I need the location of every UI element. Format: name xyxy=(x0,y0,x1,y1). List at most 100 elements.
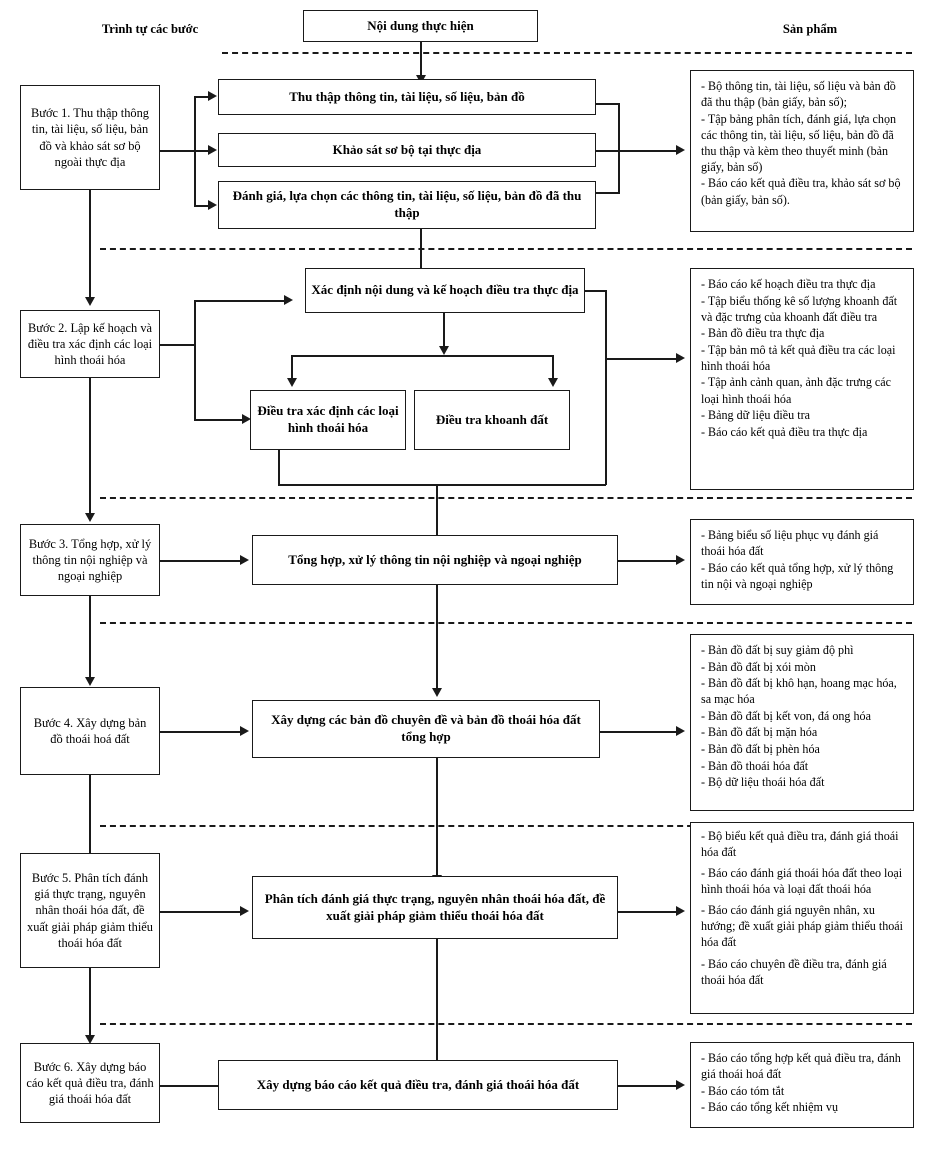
product-item: - Tập biểu thống kê số lượng khoanh đất … xyxy=(701,293,898,324)
step-label-step2: Bước 2. Lập kế hoạch và điều tra xác địn… xyxy=(27,320,153,368)
product-item: - Báo cáo đánh giá nguyên nhân, xu hướng… xyxy=(701,903,904,950)
connector-step2-out xyxy=(160,344,196,346)
product-item: - Báo cáo kết quả điều tra thực địa xyxy=(701,424,868,439)
product-item: - Báo cáo kết quả điều tra, khảo sát sơ … xyxy=(701,176,901,207)
product-box-step1: - Bộ thông tin, tài liệu, số liệu và bản… xyxy=(690,70,914,232)
product-box-step6: - Báo cáo tổng hợp kết quả điều tra, đán… xyxy=(690,1042,914,1128)
connector-step1-to-product xyxy=(596,150,681,152)
arrowhead-step5-activity xyxy=(240,906,249,916)
activity-box-step2-1: Xác định nội dung và kế hoạch điều tra t… xyxy=(305,268,585,313)
activity-label-step6-1: Xây dựng báo cáo kết quả điều tra, đánh … xyxy=(256,1076,580,1092)
product-item: - Bản đồ điều tra thực địa xyxy=(701,326,825,341)
connector-step4-to-step5-left xyxy=(89,775,91,863)
connector-step2-to-product xyxy=(605,358,681,360)
separator-3 xyxy=(100,497,912,499)
arrowhead-step5-to-step6-left xyxy=(85,1035,95,1044)
activity-label-step4-1: Xây dựng các bản đồ chuyên đề và bản đồ … xyxy=(271,712,581,744)
activity-box-step2-3: Điều tra khoanh đất xyxy=(414,390,570,450)
activity-box-step1-1: Thu thập thông tin, tài liệu, số liệu, b… xyxy=(218,79,596,115)
product-item: - Báo cáo chuyên đề điều tra, đánh giá t… xyxy=(701,956,887,987)
arrowhead-step3-activity xyxy=(240,555,249,565)
product-item: - Bản đồ đất bị mặn hóa xyxy=(701,725,818,740)
arrowhead-step2-to-step3-left xyxy=(85,513,95,522)
product-box-step2: - Báo cáo kế hoạch điều tra thực địa - T… xyxy=(690,268,914,490)
connector-step1-out xyxy=(160,150,196,152)
connector-header-to-step1 xyxy=(420,42,422,79)
arrowhead-step3-to-step4-center xyxy=(432,688,442,697)
connector-step4-to-activity xyxy=(160,731,245,733)
product-item: - Báo cáo kết quả tổng hợp, xử lý thông … xyxy=(701,560,894,591)
header-right: Sản phẩm xyxy=(720,22,900,37)
product-item: - Bảng dữ liệu điều tra xyxy=(701,408,810,423)
connector-step4-to-product xyxy=(600,731,681,733)
product-item: - Bản đồ đất bị khô hạn, hoang mạc hóa, … xyxy=(701,676,897,707)
connector-step2-to-step3-center xyxy=(436,484,438,540)
connector-step2-merge-trunk xyxy=(605,290,607,485)
connector-step5-to-step6-center xyxy=(436,939,438,1071)
connector-step2-branch-trunk xyxy=(194,300,196,420)
product-item: - Bản đồ đất bị phèn hóa xyxy=(701,741,820,756)
connector-step2-split-bar xyxy=(291,355,553,357)
connector-step3-to-step4-left xyxy=(89,596,91,682)
arrowhead-step2-product xyxy=(676,353,685,363)
activity-label-step2-2: Điều tra xác định các loại hình thoái hó… xyxy=(257,403,399,435)
arrowhead-step2-act2 xyxy=(242,414,251,424)
step-label-step4: Bước 4. Xây dựng bản đồ thoái hoá đất xyxy=(33,715,147,746)
arrowhead-step1-act1 xyxy=(208,91,217,101)
separator-5 xyxy=(100,825,912,827)
activity-box-step3-1: Tổng hợp, xử lý thông tin nội nghiệp và … xyxy=(252,535,618,585)
connector-step2-act1-merge xyxy=(585,290,607,292)
step-box-step5: Bước 5. Phân tích đánh giá thực trạng, n… xyxy=(20,853,160,968)
arrowhead-step2-split xyxy=(439,346,449,355)
separator-6 xyxy=(100,1023,912,1025)
connector-step2-split-left xyxy=(291,355,293,383)
connector-step2-act2-down xyxy=(278,450,280,485)
product-item: - Báo cáo kế hoạch điều tra thực địa xyxy=(701,277,876,291)
product-item: - Báo cáo tổng hợp kết quả điều tra, đán… xyxy=(701,1051,901,1082)
connector-step1-merge-trunk xyxy=(618,103,620,193)
activity-box-step6-1: Xây dựng báo cáo kết quả điều tra, đánh … xyxy=(218,1060,618,1110)
product-item: - Bản đồ đất bị suy giảm độ phì xyxy=(701,643,854,657)
connector-step3-to-step4-center xyxy=(436,585,438,693)
connector-step5-to-activity xyxy=(160,911,245,913)
product-item: - Bảng biểu số liệu phục vụ đánh giá tho… xyxy=(701,528,879,559)
connector-step3-to-product xyxy=(618,560,681,562)
product-item: - Tập bản mô tả kết quả điều tra các loạ… xyxy=(701,342,896,373)
activity-box-step1-3: Đánh giá, lựa chọn các thông tin, tài li… xyxy=(218,181,596,229)
connector-step3-to-activity xyxy=(160,560,245,562)
product-item: - Báo cáo tóm tắt xyxy=(701,1083,785,1098)
activity-box-step2-2: Điều tra xác định các loại hình thoái hó… xyxy=(250,390,406,450)
arrowhead-step1-to-step2-left xyxy=(85,297,95,306)
connector-step1-branch-a xyxy=(194,96,212,98)
product-box-step3: - Bảng biểu số liệu phục vụ đánh giá tho… xyxy=(690,519,914,605)
product-item: - Bộ dữ liệu thoái hóa đất xyxy=(701,775,825,790)
arrowhead-step2-act2-top xyxy=(287,378,297,387)
arrowhead-step3-to-step4-left xyxy=(85,677,95,686)
arrowhead-step2-act1 xyxy=(284,295,293,305)
step-box-step3: Bước 3. Tổng hợp, xử lý thông tin nội ng… xyxy=(20,524,160,596)
separator-2 xyxy=(100,248,912,250)
connector-step1-act3-merge xyxy=(596,192,620,194)
product-item: - Bản đồ đất bị kết von, đá ong hóa xyxy=(701,708,871,723)
connector-step2-act1-down xyxy=(443,313,445,351)
header-left: Trình tự các bước xyxy=(60,22,240,37)
step-label-step5: Bước 5. Phân tích đánh giá thực trạng, n… xyxy=(27,871,153,950)
header-left-label: Trình tự các bước xyxy=(101,22,199,36)
product-item: - Bộ biểu kết quả điều tra, đánh giá tho… xyxy=(701,829,899,860)
arrowhead-step4-activity xyxy=(240,726,249,736)
activity-box-step1-2: Khảo sát sơ bộ tại thực địa xyxy=(218,133,596,167)
step-label-step1: Bước 1. Thu thập thông tin, tài liệu, số… xyxy=(30,106,149,169)
connector-step1-act1-merge xyxy=(596,103,620,105)
product-item: - Báo cáo tổng kết nhiệm vụ xyxy=(701,1100,839,1115)
connector-step2-branch-a xyxy=(194,300,288,302)
product-box-step5: - Bộ biểu kết quả điều tra, đánh giá tho… xyxy=(690,822,914,1014)
connector-step1-to-step2-center xyxy=(420,229,422,277)
activity-label-step2-3: Điều tra khoanh đất xyxy=(435,411,549,427)
activity-label-step1-2: Khảo sát sơ bộ tại thực địa xyxy=(332,141,482,157)
arrowhead-step6-product xyxy=(676,1080,685,1090)
arrowhead-step5-product xyxy=(676,906,685,916)
product-item: - Tập bảng phân tích, đánh giá, lựa chọn… xyxy=(701,111,897,174)
activity-label-step5-1: Phân tích đánh giá thực trạng, nguyên nh… xyxy=(264,890,606,923)
connector-step1-branch-b xyxy=(194,150,212,152)
